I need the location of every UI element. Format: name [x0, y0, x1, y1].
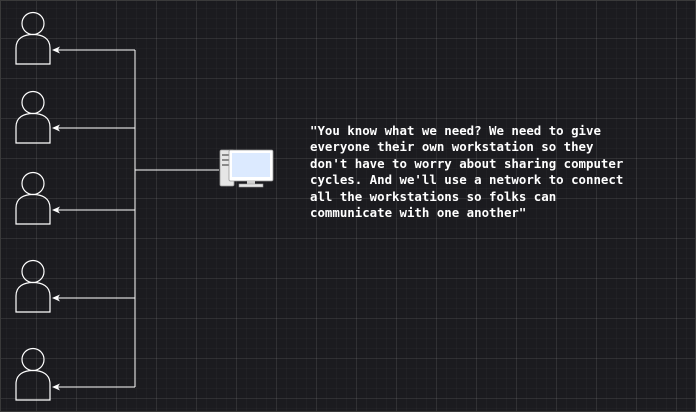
- quote-line: cycles. And we'll use a network to conne…: [310, 172, 624, 188]
- quote-line: don't have to worry about sharing comput…: [310, 155, 624, 171]
- user-icon[interactable]: [15, 171, 51, 225]
- quote-line: communicate with one another": [310, 205, 527, 221]
- quote-line: all the workstations so folks can: [310, 188, 557, 204]
- user-icon[interactable]: [15, 90, 51, 144]
- user-icon[interactable]: [15, 11, 51, 65]
- quote-line: everyone their own workstation so they: [310, 139, 594, 155]
- user-icon[interactable]: [15, 347, 51, 401]
- workstation-icon[interactable]: [219, 149, 274, 188]
- quote-text: "You know what we need? We need to give …: [310, 123, 690, 221]
- user-icon[interactable]: [15, 259, 51, 313]
- quote-line: "You know what we need? We need to give: [310, 123, 601, 138]
